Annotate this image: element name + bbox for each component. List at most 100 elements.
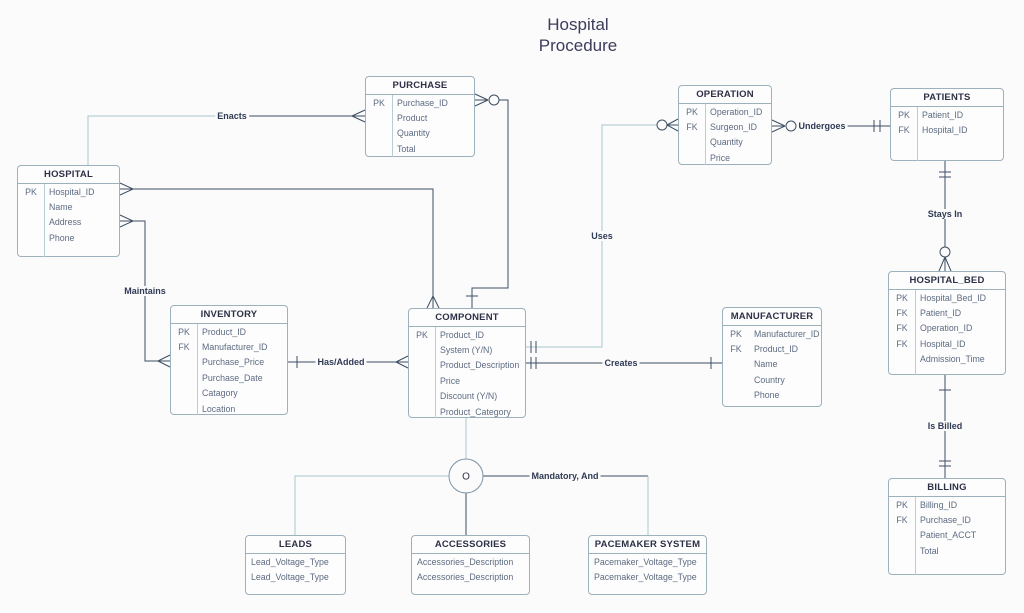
relation-label-has-added: Has/Added: [315, 357, 367, 367]
attribute-row: Address: [18, 215, 119, 230]
attribute-name: Quantity: [710, 137, 743, 148]
relation-label-uses: Uses: [589, 231, 615, 241]
entity-patients-name: PATIENTS: [891, 89, 1003, 107]
attribute-row: Accessories_Description: [412, 554, 529, 569]
attribute-row: Accessories_Description: [412, 569, 529, 584]
key-column-divider: [915, 497, 916, 575]
attribute-row: Purchase_Price: [171, 355, 287, 370]
attribute-name: System (Y/N): [440, 345, 493, 356]
relation-label-is-billed: Is Billed: [925, 421, 965, 431]
attribute-name: Lead_Voltage_Type: [251, 556, 329, 567]
attribute-row: Lead_Voltage_Type: [246, 569, 345, 584]
key-badge: PK: [896, 499, 908, 510]
attribute-name: Lead_Voltage_Type: [251, 572, 329, 583]
key-column-divider: [197, 324, 198, 415]
attribute-name: Operation_ID: [710, 106, 763, 117]
attribute-name: Name: [49, 202, 73, 213]
attribute-name: Product: [397, 113, 428, 124]
attribute-row: Catagory: [171, 386, 287, 401]
key-badge: PK: [25, 186, 37, 197]
crowfoot-operation-right-icon: [771, 119, 786, 133]
attribute-row: Total: [889, 543, 1005, 558]
key-badge: FK: [730, 344, 742, 355]
attribute-row: Pacemaker_Voltage_Type: [589, 569, 706, 584]
attribute-name: Location: [202, 403, 236, 414]
key-badge: PK: [416, 329, 428, 340]
key-column-divider: [917, 107, 918, 161]
relation-label-creates: Creates: [602, 358, 640, 368]
attribute-name: Accessories_Description: [417, 572, 514, 583]
crowfoot-hospital-right-2-icon: [119, 214, 134, 228]
attribute-name: Total: [920, 545, 939, 556]
key-column-divider: [705, 104, 706, 165]
entity-pacemaker-system-name: PACEMAKER SYSTEM: [589, 536, 706, 554]
key-badge: PK: [730, 328, 742, 339]
attribute-row: Lead_Voltage_Type: [246, 554, 345, 569]
attribute-row: Purchase_Date: [171, 370, 287, 385]
attribute-row: Country: [723, 372, 821, 387]
attribute-name: Hospital_ID: [920, 338, 966, 349]
attribute-row: PK Product_ID: [409, 327, 525, 342]
attribute-name: Pacemaker_Voltage_Type: [594, 572, 697, 583]
attribute-name: Product_ID: [440, 329, 485, 340]
entity-component-name: COMPONENT: [409, 309, 525, 327]
key-badge: FK: [896, 308, 908, 319]
attribute-name: Purchase_ID: [920, 515, 971, 526]
attribute-row: System (Y/N): [409, 342, 525, 357]
attribute-name: Purchase_ID: [397, 97, 448, 108]
crowfoot-inventory-left-icon: [157, 354, 171, 368]
connector-hospital-component-line: [120, 188, 434, 296]
attribute-row: FK Surgeon_ID: [679, 119, 771, 134]
attribute-name: Operation_ID: [920, 323, 973, 334]
attribute-name: Surgeon_ID: [710, 122, 757, 133]
entity-leads-name: LEADS: [246, 536, 345, 554]
crowfoot-component-left-icon: [395, 355, 409, 369]
entity-accessories-name: ACCESSORIES: [412, 536, 529, 554]
entity-manufacturer-name: MANUFACTURER: [723, 308, 821, 326]
entity-hospital-name: HOSPITAL: [18, 166, 119, 184]
relation-label-enacts: Enacts: [215, 111, 249, 121]
connector-purchase-component-line: [471, 99, 509, 308]
key-badge: PK: [373, 97, 385, 108]
relation-label-maintains: Maintains: [122, 286, 168, 296]
crowfoot-operation-left-icon: [666, 118, 679, 132]
relation-label-mandatory-and: Mandatory, And: [529, 471, 601, 481]
entity-component[interactable]: COMPONENT PK Product_ID System (Y/N) Product…: [408, 308, 526, 418]
double-tick-stays-in-icon: [939, 171, 951, 178]
or-connector-circle-icon: [448, 458, 484, 494]
diagram-title: Hospital Procedure: [538, 15, 618, 55]
attribute-name: Product_Category: [440, 406, 511, 417]
entity-hospital-bed-name: HOSPITAL_BED: [889, 272, 1005, 290]
attribute-name: Patient_ID: [920, 308, 962, 319]
attribute-name: Hospital_Bed_ID: [920, 292, 987, 303]
relation-label-undergoes: Undergoes: [796, 121, 848, 131]
key-badge: FK: [686, 122, 698, 133]
entity-billing-name: BILLING: [889, 479, 1005, 497]
